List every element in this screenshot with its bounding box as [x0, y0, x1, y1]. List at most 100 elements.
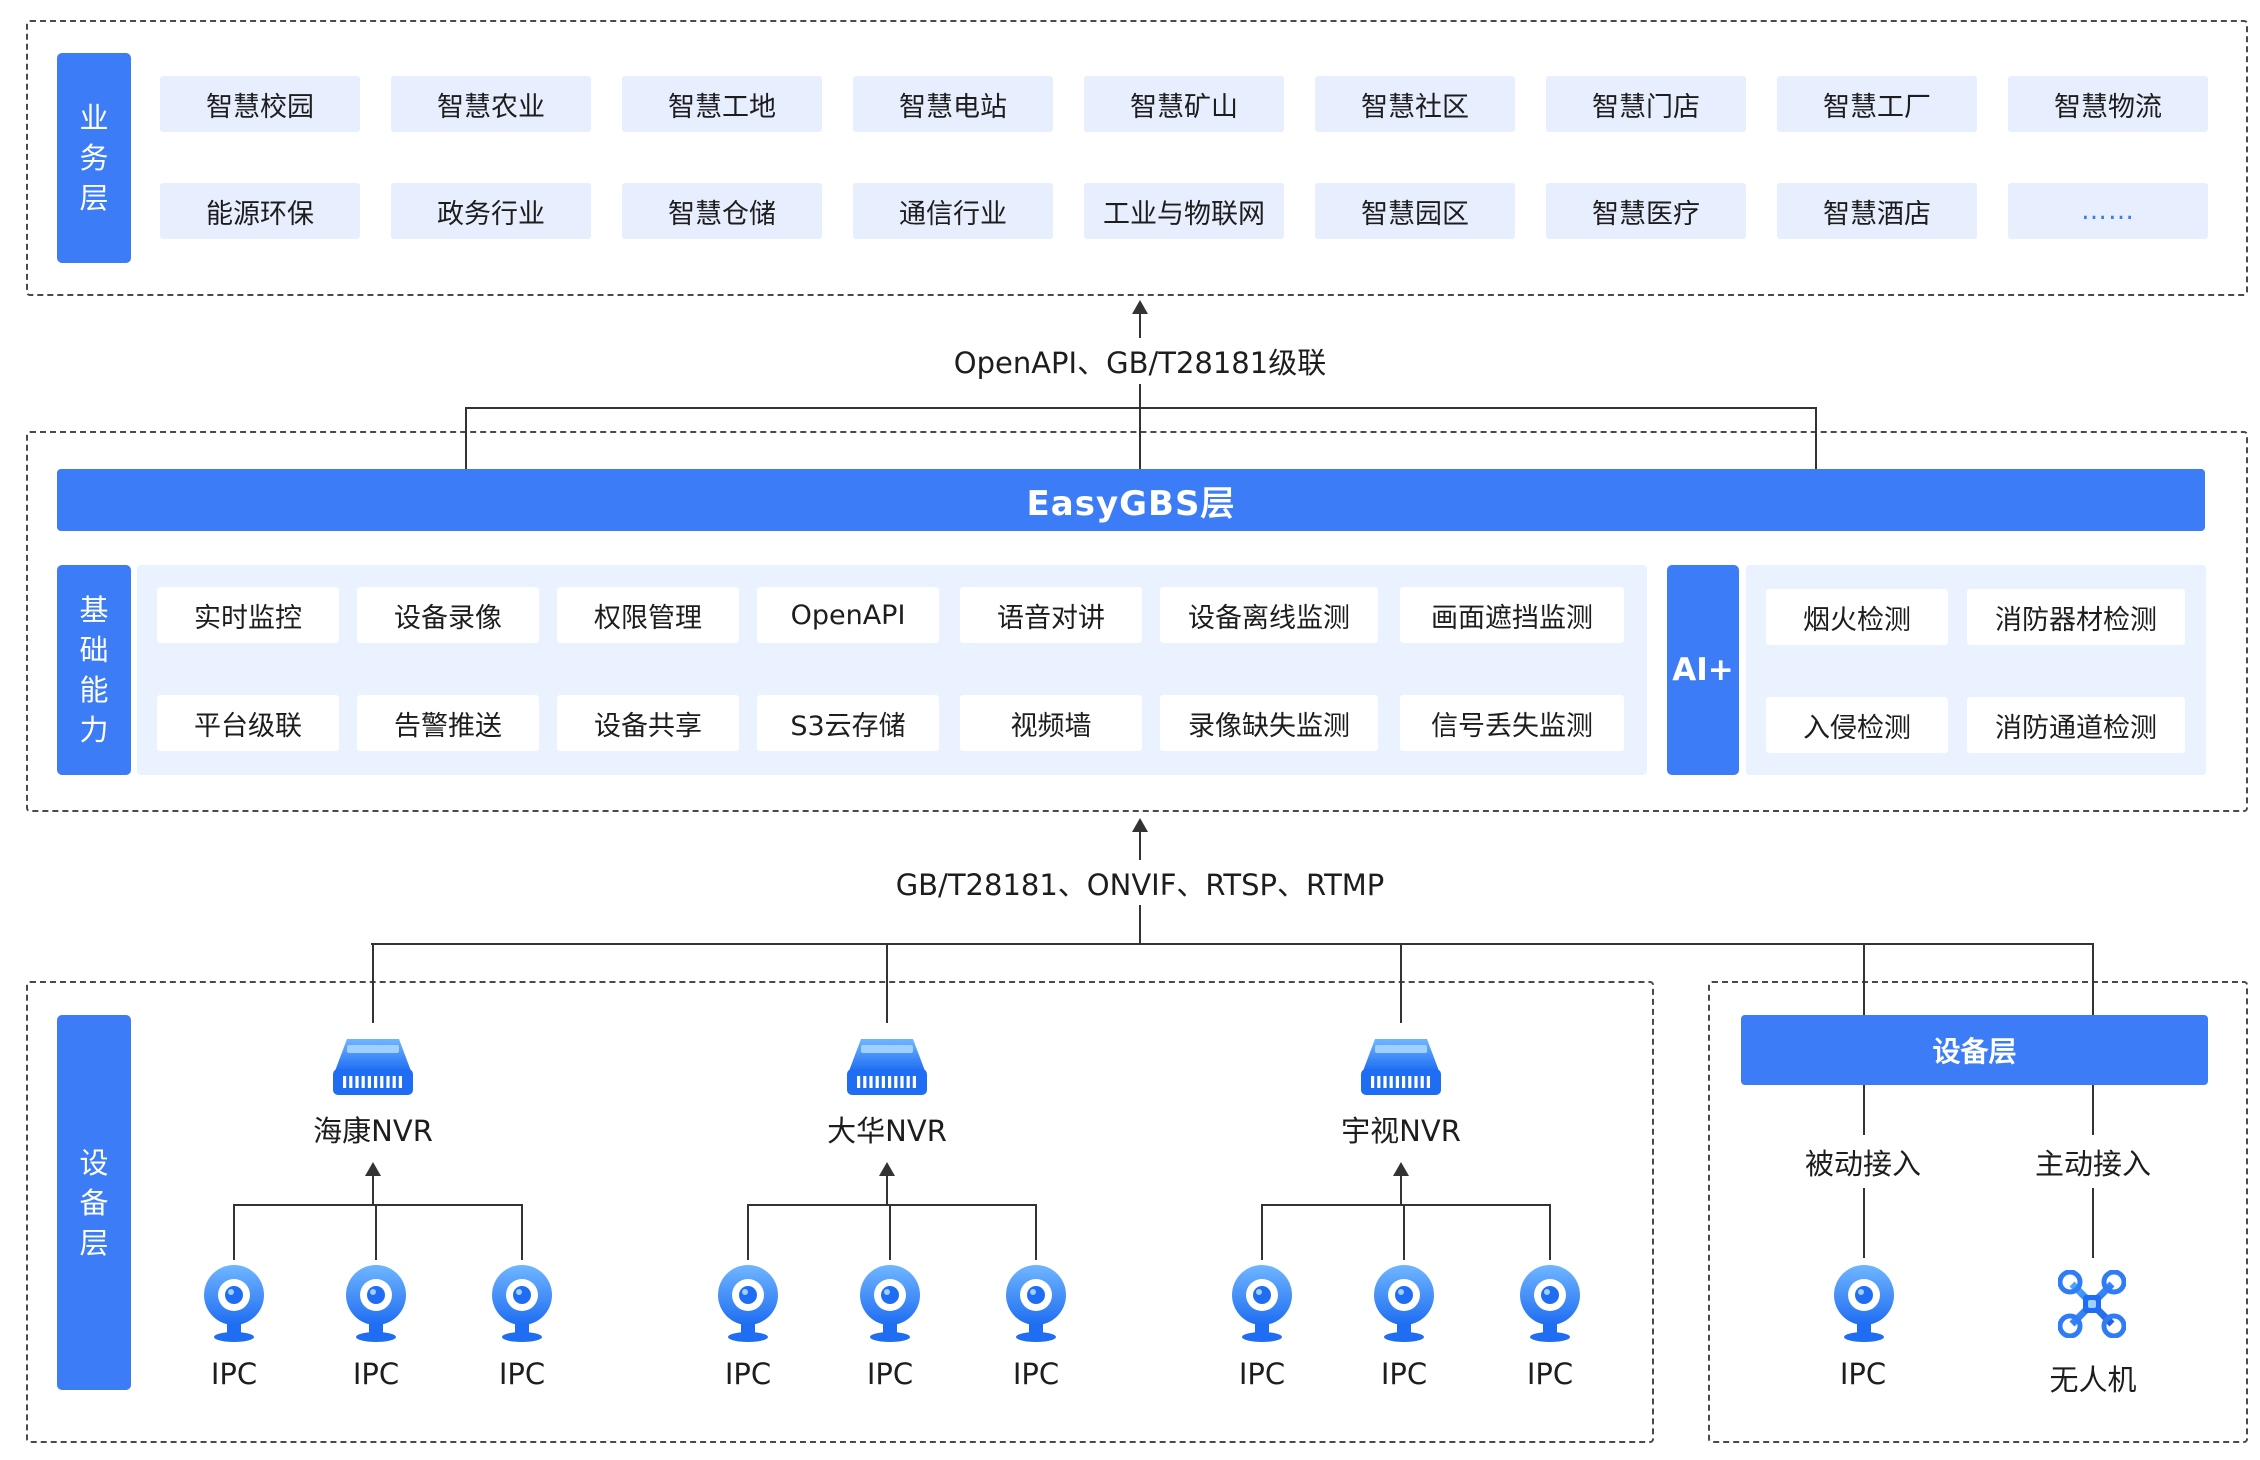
- camera-icon: [1520, 1265, 1580, 1342]
- device-layer-frame: [26, 981, 1654, 1443]
- lower-arrow: [1132, 818, 1148, 832]
- device-layer-title: 设备层: [57, 1015, 131, 1390]
- camera-label: IPC: [724, 1357, 772, 1391]
- camera-drop-line: [375, 1204, 377, 1260]
- bracket-right-drop: [1815, 407, 1817, 470]
- active-line-bottom: [2092, 1188, 2094, 1258]
- upper-connector-label: OpenAPI、GB/T28181级联: [953, 346, 1327, 380]
- camera-icon: [346, 1265, 406, 1342]
- device-layer-title-text: 设备层: [79, 1145, 109, 1260]
- business-layer-title: 业务层: [57, 53, 131, 263]
- capability-box: 设备录像: [357, 587, 539, 643]
- active-access-label: 主动接入: [2034, 1147, 2151, 1181]
- camera-drop-line: [1035, 1204, 1037, 1260]
- nvr-drop-line: [372, 943, 374, 1023]
- nvr-label: 海康NVR: [313, 1114, 433, 1148]
- basic-capability-title: 基础能力: [57, 565, 131, 775]
- camera-bracket: [747, 1204, 1037, 1206]
- passive-access-label: 被动接入: [1804, 1147, 1921, 1181]
- capability-box: 语音对讲: [960, 587, 1142, 643]
- nvr-icon: [333, 1039, 413, 1095]
- camera-bracket: [233, 1204, 523, 1206]
- capability-box: 设备离线监测: [1160, 587, 1378, 643]
- capability-box: 告警推送: [357, 695, 539, 751]
- camera-drop-line: [889, 1204, 891, 1260]
- distribution-center: [1139, 905, 1141, 945]
- capability-box: 实时监控: [157, 587, 339, 643]
- camera-icon: [204, 1265, 264, 1342]
- ai-capability-box: 烟火检测: [1766, 589, 1948, 645]
- capability-box: 录像缺失监测: [1160, 695, 1378, 751]
- industry-box: 智慧园区: [1315, 183, 1515, 239]
- bracket-center-drop: [1139, 384, 1141, 470]
- business-layer-frame: [26, 20, 2248, 296]
- passive-line-bottom: [1863, 1188, 1865, 1258]
- nvr-drop-line: [886, 943, 888, 1023]
- nvr-arrow: [1393, 1162, 1409, 1176]
- capability-box: 视频墙: [960, 695, 1142, 751]
- camera-drop-line: [747, 1204, 749, 1260]
- camera-icon: [1834, 1265, 1894, 1342]
- capability-box: 信号丢失监测: [1400, 695, 1624, 751]
- lower-arrow-shaft: [1139, 830, 1141, 860]
- industry-box: 智慧工地: [622, 76, 822, 132]
- camera-icon: [492, 1265, 552, 1342]
- industry-box: 政务行业: [391, 183, 591, 239]
- camera-label: IPC: [1238, 1357, 1286, 1391]
- ai-capability-box: 入侵检测: [1766, 697, 1948, 753]
- easygbs-band-title: EasyGBS层: [1026, 483, 1236, 524]
- camera-icon: [1232, 1265, 1292, 1342]
- passive-line-top: [1863, 1085, 1865, 1135]
- industry-box: 智慧医疗: [1546, 183, 1746, 239]
- access-drop-right: [2092, 943, 2094, 1015]
- business-layer-title-text: 业务层: [79, 101, 109, 215]
- camera-label: IPC: [866, 1357, 914, 1391]
- access-layer-frame: [1708, 981, 2248, 1443]
- camera-label: IPC: [210, 1357, 258, 1391]
- ai-title-text: AI+: [1672, 652, 1734, 688]
- camera-label: IPC: [1526, 1357, 1574, 1391]
- nvr-icon: [847, 1039, 927, 1095]
- capability-box: S3云存储: [757, 695, 939, 751]
- nvr-icon: [1361, 1039, 1441, 1095]
- camera-label: IPC: [1012, 1357, 1060, 1391]
- nvr-arrow-shaft: [886, 1174, 888, 1206]
- camera-drop-line: [1403, 1204, 1405, 1260]
- nvr-label: 大华NVR: [827, 1114, 947, 1148]
- capability-box: 画面遮挡监测: [1400, 587, 1624, 643]
- nvr-arrow-shaft: [372, 1174, 374, 1206]
- camera-drop-line: [1261, 1204, 1263, 1260]
- distribution-bus: [371, 943, 2093, 945]
- industry-box: 通信行业: [853, 183, 1053, 239]
- camera-drop-line: [1549, 1204, 1551, 1260]
- access-layer-band: 设备层: [1741, 1015, 2208, 1085]
- bracket-top: [465, 407, 1817, 409]
- industry-box: 智慧门店: [1546, 76, 1746, 132]
- nvr-arrow: [879, 1162, 895, 1176]
- passive-device-label: IPC: [1839, 1357, 1887, 1391]
- ai-capability-box: 消防通道检测: [1967, 697, 2185, 753]
- active-device-label: 无人机: [2049, 1363, 2137, 1397]
- easygbs-band: EasyGBS层: [57, 469, 2205, 531]
- active-line-top: [2092, 1085, 2094, 1135]
- industry-box: 智慧物流: [2008, 76, 2208, 132]
- industry-box: 能源环保: [160, 183, 360, 239]
- capability-box: OpenAPI: [757, 587, 939, 643]
- nvr-drop-line: [1400, 943, 1402, 1023]
- lower-connector-label: GB/T28181、ONVIF、RTSP、RTMP: [895, 868, 1385, 902]
- camera-label: IPC: [1380, 1357, 1428, 1391]
- camera-icon: [1374, 1265, 1434, 1342]
- industry-box: 智慧电站: [853, 76, 1053, 132]
- capability-box: 权限管理: [557, 587, 739, 643]
- nvr-label: 宇视NVR: [1341, 1114, 1461, 1148]
- industry-box: 智慧仓储: [622, 183, 822, 239]
- nvr-arrow: [365, 1162, 381, 1176]
- capability-box: 设备共享: [557, 695, 739, 751]
- camera-icon: [718, 1265, 778, 1342]
- access-drop-left: [1863, 943, 1865, 1015]
- ai-title: AI+: [1667, 565, 1739, 775]
- capability-box: 平台级联: [157, 695, 339, 751]
- camera-bracket: [1261, 1204, 1551, 1206]
- camera-icon: [1006, 1265, 1066, 1342]
- industry-box: 智慧农业: [391, 76, 591, 132]
